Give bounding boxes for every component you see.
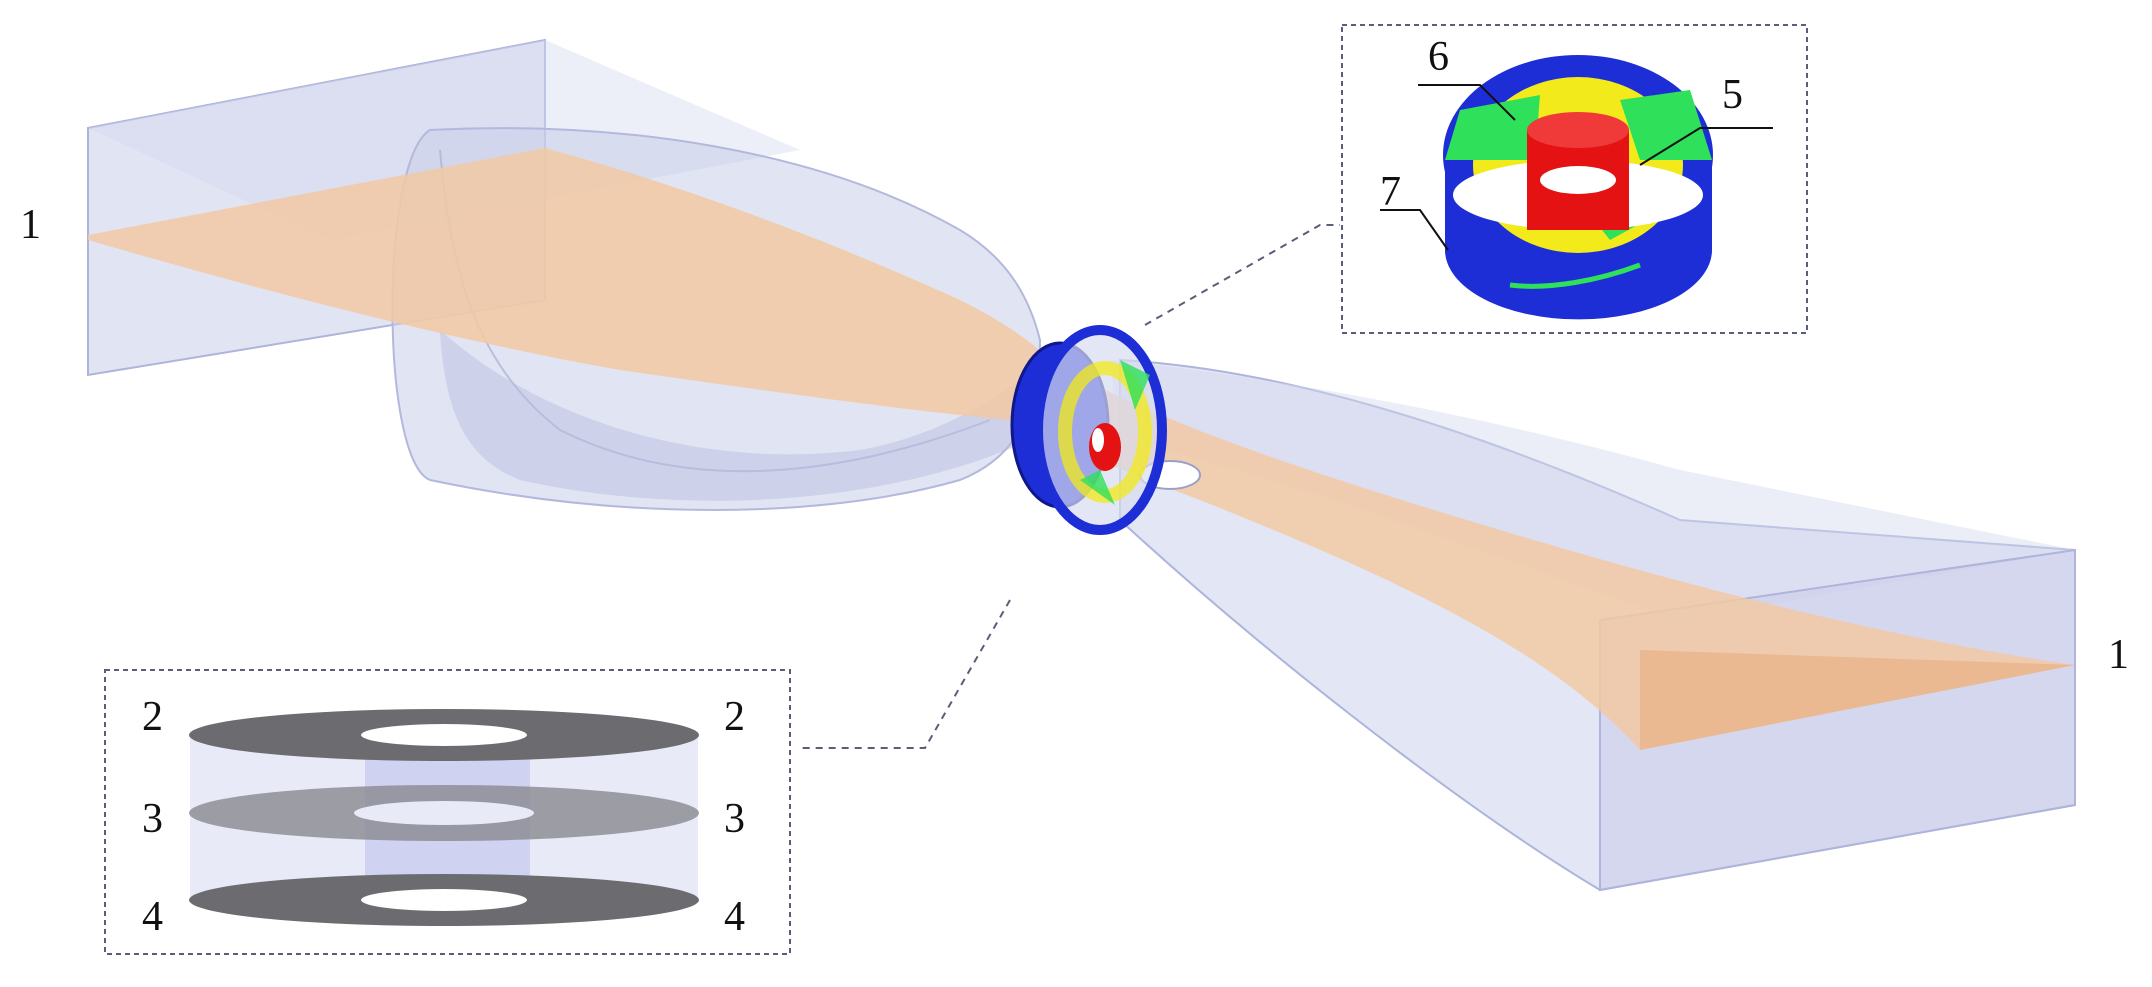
disk-3-hole xyxy=(354,801,534,825)
top-detail-inset: 6 5 7 xyxy=(1341,24,1808,334)
label-3-left: 3 xyxy=(142,796,163,842)
label-4-right: 4 xyxy=(724,894,745,940)
center-rotor xyxy=(1010,325,1167,535)
label-7: 7 xyxy=(1380,169,1401,215)
leader-7 xyxy=(1380,209,1449,251)
label-1-left: 1 xyxy=(20,202,41,248)
label-1-right: 1 xyxy=(2108,632,2129,678)
label-5: 5 xyxy=(1722,72,1743,118)
top-detail-leaders xyxy=(1380,84,1773,251)
leader-top xyxy=(1144,224,1340,326)
center-green-blade-2 xyxy=(1080,470,1115,505)
top-detail-red-hub-hole xyxy=(1540,166,1616,194)
top-detail-red-hub-top xyxy=(1527,112,1629,148)
top-detail-green-blade-right xyxy=(1620,90,1712,160)
mid-plane xyxy=(88,148,2075,750)
leader-lines xyxy=(800,224,1340,749)
center-red-hub-hole xyxy=(1092,428,1104,452)
leader-6 xyxy=(1418,84,1516,121)
leader-5 xyxy=(1639,127,1773,166)
center-green-blade-1 xyxy=(1120,360,1150,410)
top-detail-green-blade-left xyxy=(1445,95,1540,160)
top-detail-green-lower-arc xyxy=(1509,262,1641,289)
left-contraction-shadow xyxy=(440,330,1030,501)
disk-2-hole xyxy=(361,724,527,746)
label-4-left: 4 xyxy=(142,894,163,940)
mid-plane-right-front xyxy=(1640,650,2075,750)
label-3-right: 3 xyxy=(724,796,745,842)
label-6: 6 xyxy=(1428,34,1449,80)
label-2-left: 2 xyxy=(142,694,163,740)
right-expansion-upper xyxy=(1110,360,2075,620)
mid-plane-right xyxy=(1010,360,2075,750)
mid-plane-left xyxy=(88,148,1050,420)
leader-bottom xyxy=(800,599,1011,749)
bottom-detail-inset: 2 2 3 3 4 4 xyxy=(104,669,791,955)
disk-4-hole xyxy=(361,889,527,911)
label-2-right: 2 xyxy=(724,694,745,740)
